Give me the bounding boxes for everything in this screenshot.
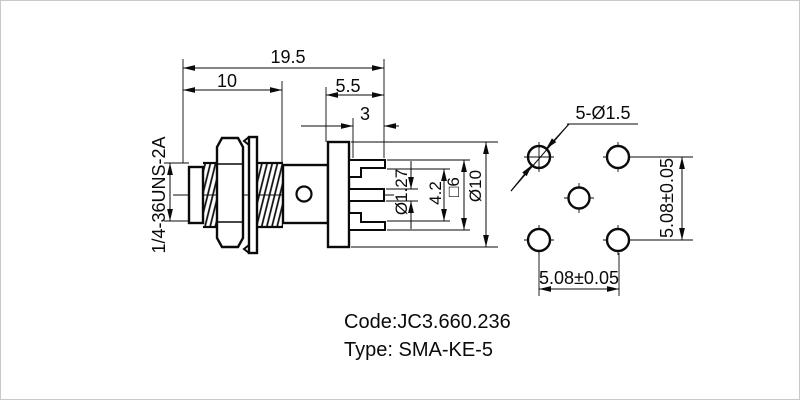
dim-text-front: 10 (217, 71, 237, 91)
hole-bottom-left (524, 225, 554, 255)
dim-text-center-pin-dia: Ø1.27 (392, 169, 411, 215)
dim-text-pin-span-inner: 4.2 (426, 181, 445, 205)
pin-bottom (348, 212, 386, 231)
pin-top (348, 159, 386, 178)
hole-bottom-right (603, 225, 633, 255)
hole-top-right (603, 142, 633, 172)
body-hole (295, 185, 313, 203)
end-view-horizontal-dim (538, 253, 620, 296)
pin-center (348, 188, 385, 202)
dim-text-flange-dia: Ø10 (466, 170, 485, 202)
dim-text-overall: 19.5 (270, 47, 305, 67)
dim-text-pin-span-outer: □6 (444, 177, 463, 197)
hole-top-left (524, 142, 554, 172)
dim-text-pitch-vertical: 5.08±0.05 (657, 158, 677, 238)
end-view (510, 123, 693, 296)
side-view-dimension-lines (167, 65, 489, 247)
dim-text-rear: 5.5 (335, 76, 360, 96)
hole-center (564, 183, 594, 213)
holes-leader (510, 123, 638, 192)
side-view (173, 135, 394, 255)
thread-section-rear (258, 161, 283, 229)
hex-nut (215, 136, 245, 249)
dim-text-pitch-horizontal: 5.08±0.05 (539, 268, 619, 288)
flange-plate (326, 140, 351, 249)
dim-text-pin-protrusion: 3 (360, 104, 370, 124)
part-type: Type: SMA-KE-5 (344, 339, 493, 361)
part-code: Code:JC3.660.236 (344, 311, 511, 333)
front-rim (187, 165, 205, 225)
thread-spec-label: 1/4-36UNS-2A (149, 136, 169, 253)
end-view-vertical-dim (633, 156, 693, 241)
title-block: Code:JC3.660.236 Type: SMA-KE-5 (344, 311, 511, 361)
lock-washer (242, 135, 259, 255)
holes-label: 5-Ø1.5 (575, 103, 630, 123)
